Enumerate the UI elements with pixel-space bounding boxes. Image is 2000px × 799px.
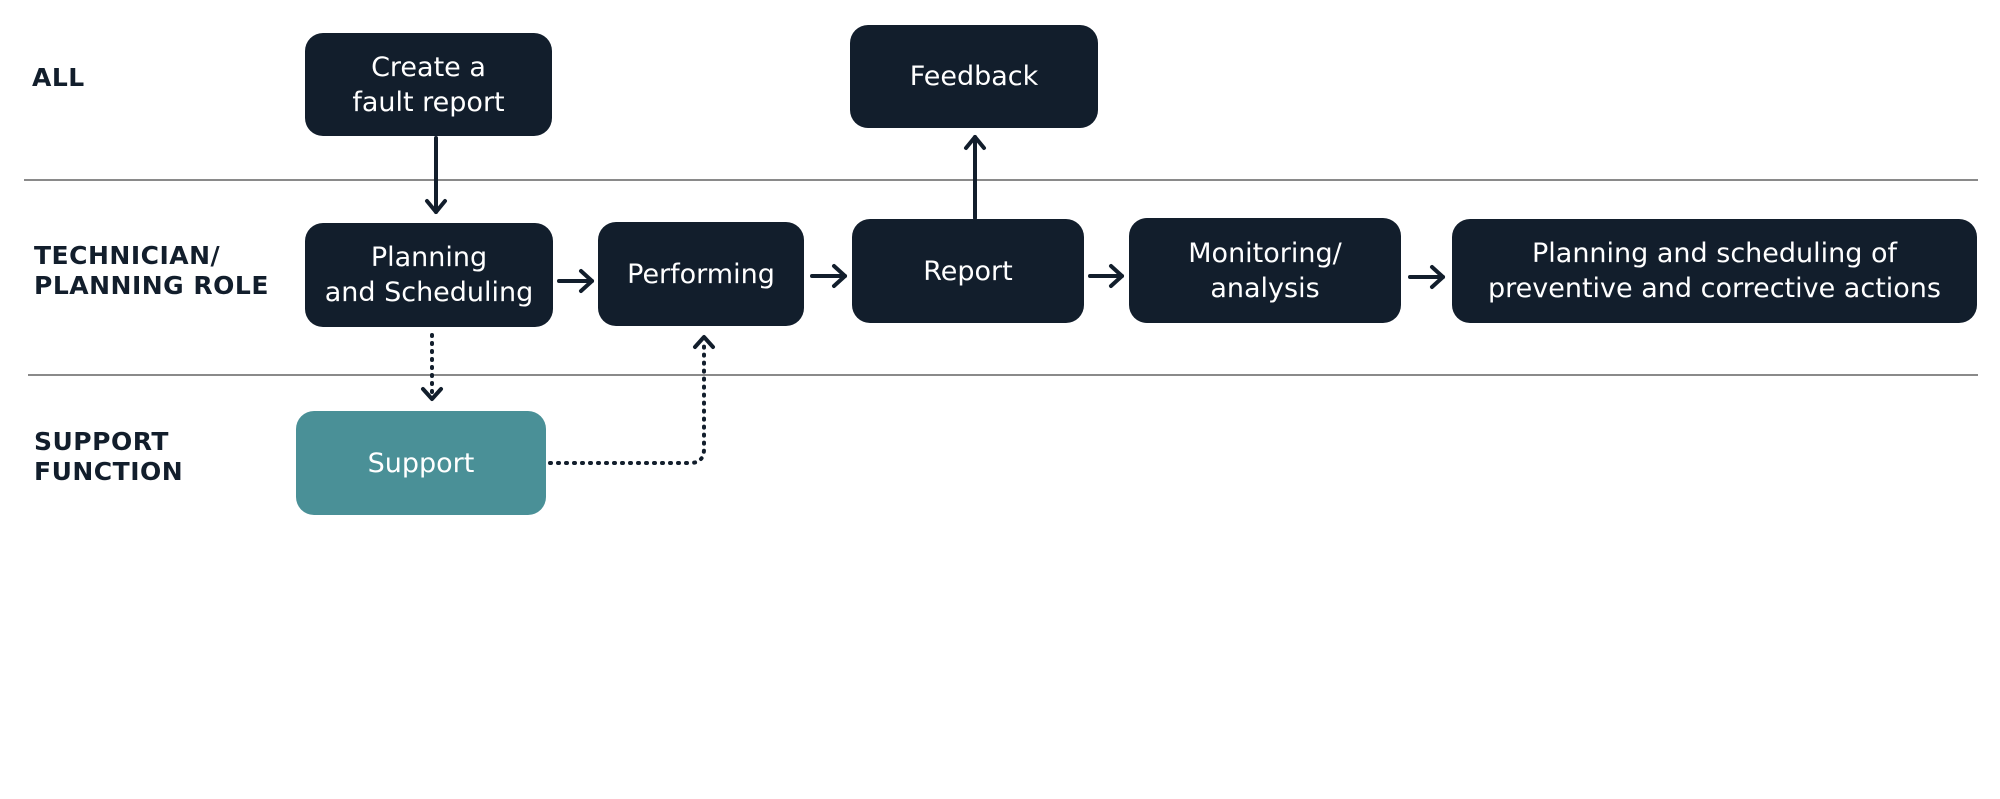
node-monitoring-analysis[interactable]: Monitoring/ analysis [1129, 218, 1401, 323]
arrow-support-to-performing-dotted [548, 335, 715, 465]
arrow-fault-report-to-planning [425, 136, 447, 214]
lane-label-all: ALL [32, 63, 85, 92]
node-support[interactable]: Support [296, 411, 546, 515]
arrow-performing-to-report [810, 264, 847, 288]
lane-divider-bottom [28, 374, 1978, 376]
node-planning-scheduling[interactable]: Planning and Scheduling [305, 223, 553, 327]
arrow-planning-to-performing [557, 269, 594, 293]
arrow-monitoring-to-planning-preventive [1408, 265, 1445, 289]
arrow-planning-to-support-dotted [421, 333, 443, 401]
arrow-report-to-monitoring [1088, 264, 1124, 288]
node-feedback[interactable]: Feedback [850, 25, 1098, 128]
node-report[interactable]: Report [852, 219, 1084, 323]
lane-label-support: SUPPORT FUNCTION [34, 427, 184, 486]
node-create-fault-report[interactable]: Create a fault report [305, 33, 552, 136]
lane-label-technician: TECHNICIAN/ PLANNING ROLE [34, 241, 269, 300]
node-planning-preventive[interactable]: Planning and scheduling of preventive an… [1452, 219, 1977, 323]
arrow-report-to-feedback [964, 135, 986, 220]
lane-divider-top [24, 179, 1978, 181]
node-performing[interactable]: Performing [598, 222, 804, 326]
